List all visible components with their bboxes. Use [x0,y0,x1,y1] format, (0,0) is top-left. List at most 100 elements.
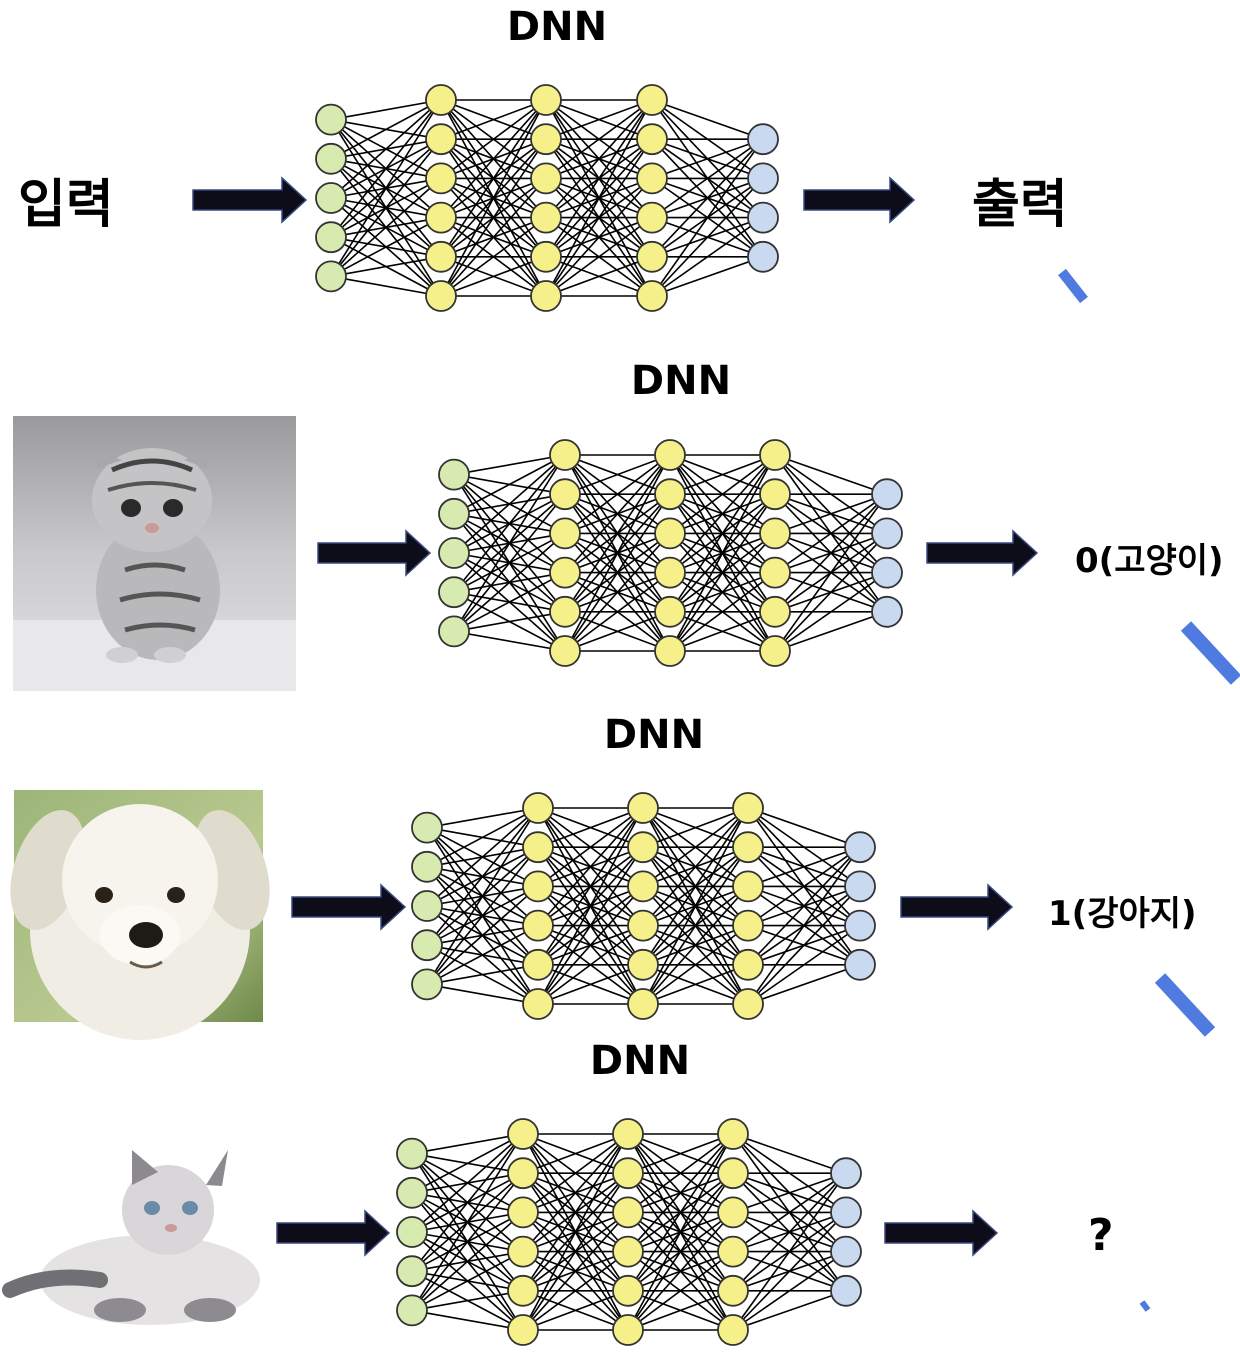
arrow-2 [803,176,916,224]
edge [651,177,764,297]
edge [774,493,888,535]
edge [426,807,539,907]
node [522,792,554,824]
arrow-5 [291,883,407,931]
node [396,1216,428,1248]
node [425,84,457,116]
node [411,811,443,844]
edge [545,99,653,219]
arrow-8 [884,1209,999,1257]
edge [627,1133,734,1331]
node [844,831,876,864]
node [425,240,457,273]
arrow-4 [926,529,1039,577]
row2-title: DNN [630,358,732,404]
edge [651,256,764,297]
node [759,439,791,471]
edge [651,138,764,258]
edge [426,807,539,829]
edge [522,1172,629,1331]
node [411,890,443,922]
accent-stroke-4 [1139,1300,1151,1312]
node [396,1176,428,1209]
edge [747,846,861,966]
node [522,948,554,981]
edge [642,807,749,927]
node [549,439,581,471]
edge [627,1133,734,1253]
node [438,497,470,530]
edge [564,454,671,613]
edge [330,99,442,238]
edge [642,846,749,1005]
node [844,870,876,903]
edge [426,807,539,946]
edge [747,846,861,1005]
node [507,1274,539,1307]
node [530,123,562,156]
edge [669,571,776,652]
edge [564,454,671,495]
network-4 [396,1118,862,1346]
node [636,123,668,156]
row3-output: 1(강아지) [1048,894,1197,934]
node [612,1196,644,1229]
edge [774,454,888,495]
node [612,1274,644,1307]
node [522,831,554,864]
edge [440,138,547,297]
node [411,929,443,962]
edge [440,99,547,258]
edge [537,846,644,1005]
edge [522,1250,629,1331]
node [732,831,764,864]
edge [732,1133,847,1174]
edge [440,256,547,297]
node [717,1118,749,1150]
node [654,517,686,550]
node [717,1235,749,1268]
node [315,103,347,136]
node [871,595,903,628]
edge [669,454,776,613]
arrows [192,176,1039,1257]
node [438,537,470,569]
edge [732,1172,847,1253]
row4-title: DNN [589,1038,691,1084]
networks [315,84,903,1346]
edge [642,964,749,1005]
edge [330,256,442,278]
node [830,1274,862,1307]
accent-stroke-1 [1058,268,1088,304]
edge [537,807,644,1005]
edge [522,1211,629,1331]
edge [651,216,764,297]
edge [537,807,644,888]
edge [732,1172,847,1214]
node [717,1274,749,1307]
edge [453,532,566,632]
edge [564,611,671,652]
edge [426,964,539,986]
edge [564,454,671,652]
edge [747,846,861,888]
edge [545,138,653,297]
node [759,478,791,511]
node [530,201,562,234]
node [612,1157,644,1190]
node [507,1118,539,1150]
node [627,792,659,824]
edge [330,99,442,160]
edge [537,885,644,1005]
edge [330,275,442,297]
accent-strokes [1058,268,1240,1312]
node [844,909,876,942]
edge [732,1172,847,1331]
node [627,909,659,942]
node [627,870,659,903]
edge [537,807,644,848]
edge [627,1172,734,1331]
edge [651,99,764,140]
row2-output: 0(고양이) [1075,541,1224,581]
node [507,1157,539,1190]
